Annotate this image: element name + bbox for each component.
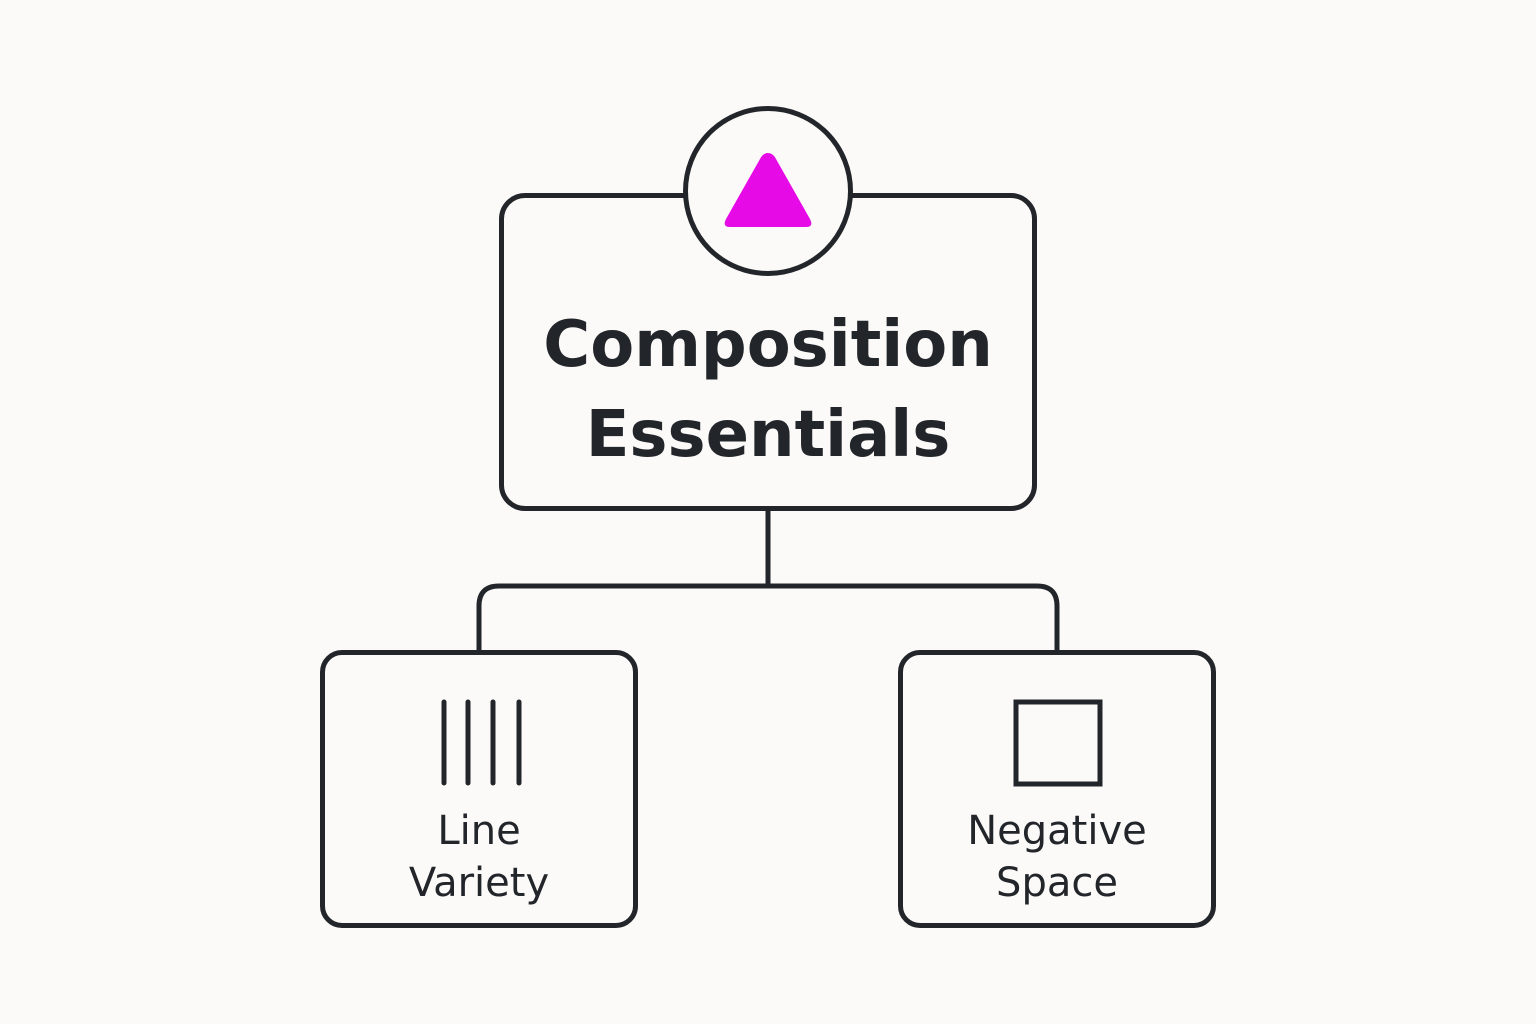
connector-branch — [476, 583, 1060, 652]
title-badge — [683, 106, 853, 276]
child-label-line-2: Space — [996, 860, 1118, 906]
child-node-line-variety: Line Variety — [320, 650, 638, 928]
vertical-lines-icon — [441, 699, 522, 786]
child-label-line-1: Negative — [967, 808, 1147, 854]
diagram-title: Composition Essentials — [499, 300, 1037, 480]
child-label-line-2: Variety — [408, 860, 550, 906]
title-line-1: Composition — [543, 308, 993, 382]
square-outline-icon — [1013, 699, 1103, 787]
child-label-negative-space: Negative Space — [903, 805, 1211, 909]
title-line-2: Essentials — [585, 398, 951, 472]
triangle-icon — [724, 153, 812, 227]
child-label-line-variety: Line Variety — [325, 805, 633, 909]
child-node-negative-space: Negative Space — [898, 650, 1216, 928]
child-label-line-1: Line — [437, 808, 521, 854]
